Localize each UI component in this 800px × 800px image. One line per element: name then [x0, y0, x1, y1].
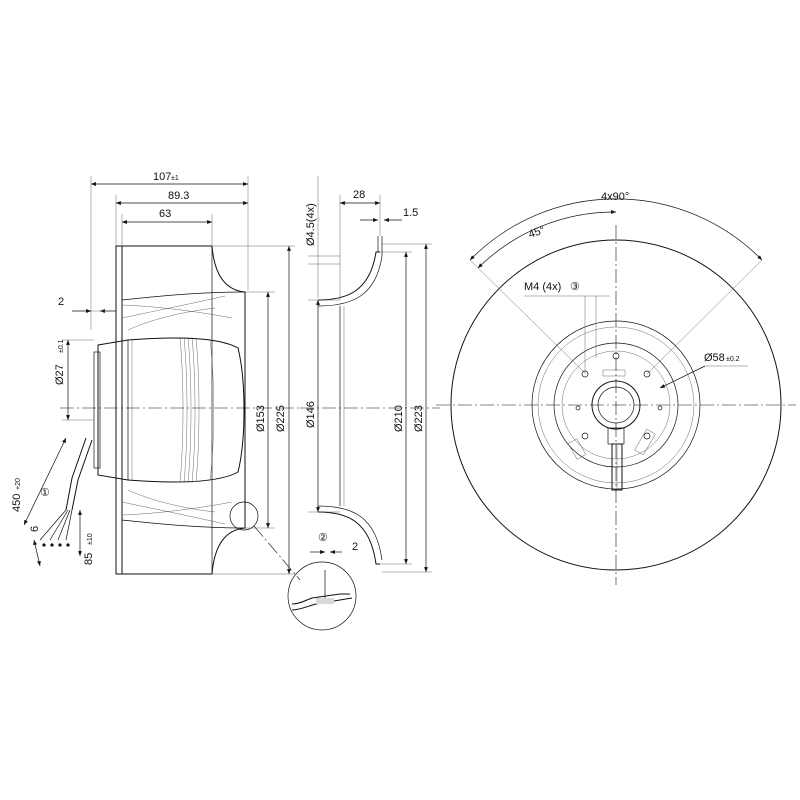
dim-wire-length: 85 — [83, 553, 95, 565]
dim-strip-length: 6 — [29, 526, 41, 532]
label-plate — [602, 369, 626, 377]
dim-thread: M4 (4x) — [524, 281, 561, 293]
mount-hole-1 — [581, 370, 589, 378]
inlet-ring-bottom — [317, 511, 380, 565]
dim-cable-length: 450 — [11, 494, 23, 512]
detail-circle — [287, 561, 357, 631]
dim-wire-length-tol: ±10 — [87, 533, 94, 545]
mount-hole-2 — [643, 370, 651, 378]
motor-body — [97, 337, 245, 483]
dim-overall-width: 107 — [153, 171, 171, 183]
section-view: Ø4.5(4x) 28 1.5 Ø146 Ø210 Ø223 — [300, 176, 440, 573]
dim-depth-28: 28 — [353, 189, 365, 201]
inlet-ring-top — [317, 251, 380, 301]
impeller-outer-circle — [450, 239, 782, 571]
dim-angle-pattern: 4x90° — [601, 191, 629, 203]
impeller-blades — [121, 291, 246, 529]
detail-view: ② 2 — [287, 532, 358, 631]
dim-width-89: 89.3 — [168, 190, 189, 202]
dim-hub-dia-front: Ø58 — [704, 352, 725, 364]
callout-detail: ② — [318, 532, 328, 544]
back-plate — [211, 245, 246, 575]
side-view: 107 ±1 89.3 63 2 Ø27 ±0.1 Ø153 Ø225 ① — [11, 171, 301, 581]
hub — [93, 351, 101, 469]
dim-dia-153: Ø153 — [255, 405, 267, 432]
dim-dia-146: Ø146 — [305, 401, 317, 428]
dim-hole-dia: Ø4.5(4x) — [305, 203, 317, 246]
dim-hub-dia: Ø27 — [54, 364, 66, 385]
front-view: 4x90° 45° M4 (4x) ③ Ø58 ±0.2 — [436, 191, 796, 585]
dim-dia-223: Ø223 — [413, 405, 425, 432]
cable — [65, 437, 87, 511]
mount-hole-3 — [581, 432, 589, 440]
dim-dia-225: Ø225 — [275, 405, 287, 432]
dim-dia-210: Ø210 — [393, 405, 405, 432]
mount-hole-4 — [643, 432, 651, 440]
front-plate — [115, 245, 123, 575]
dim-detail-2: 2 — [352, 541, 358, 553]
detail-marker — [229, 501, 259, 531]
cable-wires — [39, 509, 73, 541]
dim-hub-dia-front-tol: ±0.2 — [726, 356, 740, 363]
dim-angle-45: 45° — [527, 224, 547, 241]
callout-thread: ③ — [570, 281, 580, 293]
dim-hub-dia-tol: ±0.1 — [58, 339, 65, 353]
dim-overall-width-tol: ±1 — [171, 175, 179, 182]
dim-offset-2: 2 — [58, 296, 64, 308]
dim-lip: 1.5 — [403, 207, 418, 219]
dim-cable-length-tol: +20 — [15, 478, 22, 490]
dim-width-63: 63 — [159, 208, 171, 220]
angle-arc-45 — [477, 210, 617, 269]
